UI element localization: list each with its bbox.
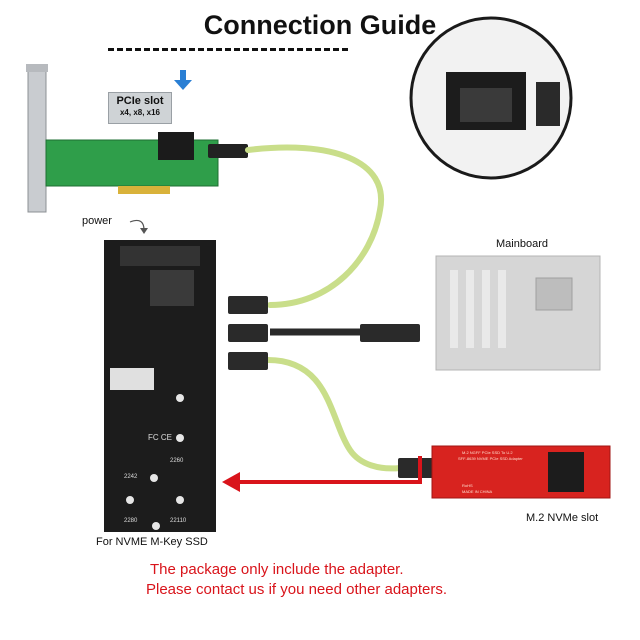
closeup-pins (460, 88, 512, 122)
page-title: Connection Guide (203, 10, 437, 40)
mainboard-label: Mainboard (496, 238, 548, 250)
power-label: power (82, 215, 112, 227)
pcie-slot-line1: PCIe slot (116, 95, 164, 107)
cable-top (245, 144, 385, 308)
board-sata-power (120, 246, 200, 266)
board-mark-2280: 2280 (124, 518, 138, 524)
board-mark-2260: 2260 (170, 458, 184, 464)
cable-plugs (228, 296, 434, 478)
m2-nvme-card: M.2 NGFF PCIe SSD To U.2 SFF-8639 NVME P… (431, 445, 611, 499)
board-fc-mark: FC CE (148, 433, 172, 442)
metal-bracket (27, 65, 47, 213)
cable-bottom (265, 357, 403, 472)
standoff-5 (176, 496, 184, 504)
standoff-2 (176, 434, 184, 442)
plug-m2 (398, 458, 434, 478)
note-line-2: Please contact us if you need other adap… (146, 581, 448, 598)
connector-closeup (409, 16, 573, 180)
pcie-card (26, 64, 248, 213)
green-cables (245, 144, 403, 472)
board-sff-port (150, 270, 194, 306)
standoff-1 (176, 394, 184, 402)
pcie-cable-plug (208, 144, 248, 158)
board-mark-22110: 22110 (170, 518, 187, 524)
m2-card-text-4: MADE IN CHINA (462, 489, 493, 494)
pcie-gold-fingers (118, 186, 170, 194)
title-underline (108, 48, 348, 51)
mainboard (435, 255, 601, 371)
m2-adapter-board: 2242 2260 2280 22110 FC CE (104, 240, 216, 532)
standoff-6 (152, 522, 160, 530)
m2-card-text-1: M.2 NGFF PCIe SSD To U.2 (462, 450, 513, 455)
mainboard-socket (535, 277, 573, 311)
plug-2 (228, 324, 268, 342)
note-line-1: The package only include the adapter. (150, 561, 404, 578)
plug-mainboard (360, 324, 420, 342)
m2-card-text-2: SFF-8639 NVME PCIe SSD Adapter (458, 456, 523, 461)
ssd-label: For NVME M-Key SSD (96, 536, 208, 548)
m2-card-text-3: RoHS (462, 483, 473, 488)
standoff-3 (150, 474, 158, 482)
pcie-slot-line2: x4, x8, x16 (119, 108, 161, 117)
pcie-slot-label: PCIe slot x4, x8, x16 (108, 92, 172, 124)
mainboard-slot-2 (466, 270, 474, 348)
bracket-tab (26, 64, 48, 72)
mainboard-slot-4 (498, 270, 506, 348)
mainboard-slot-1 (450, 270, 458, 348)
mainboard-slot-3 (482, 270, 490, 348)
red-arrow-line (236, 456, 422, 484)
m2-slot-label: M.2 NVMe slot (526, 512, 599, 524)
power-arrow-head (140, 228, 148, 234)
plug-1 (228, 296, 268, 314)
board-m2-slot (110, 368, 154, 390)
plug-3 (228, 352, 268, 370)
closeup-latch (536, 82, 560, 126)
m2-card-connector (548, 452, 584, 492)
insert-arrow-icon (174, 70, 192, 90)
red-arrow-icon (222, 456, 422, 492)
board-mark-2242: 2242 (124, 474, 138, 480)
standoff-4 (126, 496, 134, 504)
mainboard-shape (435, 255, 601, 371)
red-arrow-head (222, 472, 240, 492)
pcie-sff-connector (158, 132, 194, 160)
